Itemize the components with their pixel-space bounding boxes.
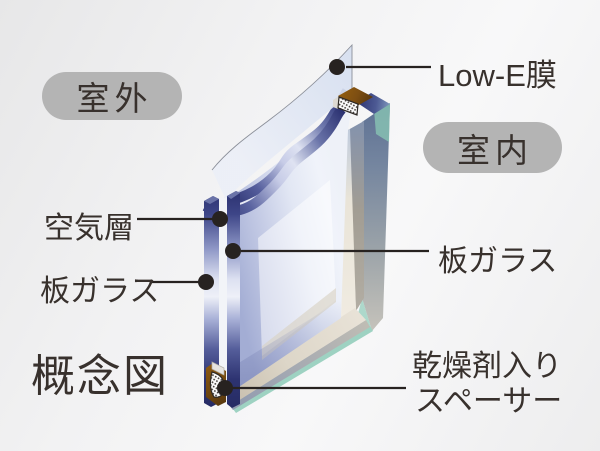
badge-indoor: 室内 xyxy=(423,122,562,173)
glazing-unit xyxy=(202,43,390,413)
air-gap-left xyxy=(219,197,227,403)
pane-left-edges xyxy=(204,191,240,408)
top-spacer-body xyxy=(338,87,373,106)
badge-outdoor-label: 室外 xyxy=(76,80,153,117)
dot-glass-right xyxy=(225,243,241,259)
edge-teal-top xyxy=(374,103,390,142)
label-spacer-line2: スペーサー xyxy=(415,385,563,418)
badge-outdoor: 室外 xyxy=(42,72,182,120)
label-low-e-film: Low-E膜 xyxy=(438,58,557,93)
top-spacer xyxy=(333,87,373,116)
dot-glass-left xyxy=(198,274,214,290)
label-glass-left: 板ガラス xyxy=(40,275,160,308)
leader-lines xyxy=(137,59,431,396)
dot-low-e xyxy=(329,59,345,75)
indoor-pane-edge xyxy=(227,191,240,408)
top-spacer-desiccant xyxy=(337,96,359,116)
badge-indoor-label: 室内 xyxy=(457,131,533,169)
caption-conceptual-diagram: 概念図 xyxy=(31,352,169,401)
outdoor-pane-edge xyxy=(204,196,219,407)
label-air-layer: 空気層 xyxy=(44,212,134,245)
dot-spacer xyxy=(217,380,233,396)
label-glass-right: 板ガラス xyxy=(438,245,558,278)
label-spacer-line1: 乾燥剤入り xyxy=(412,350,562,383)
dot-air-layer xyxy=(212,211,228,227)
